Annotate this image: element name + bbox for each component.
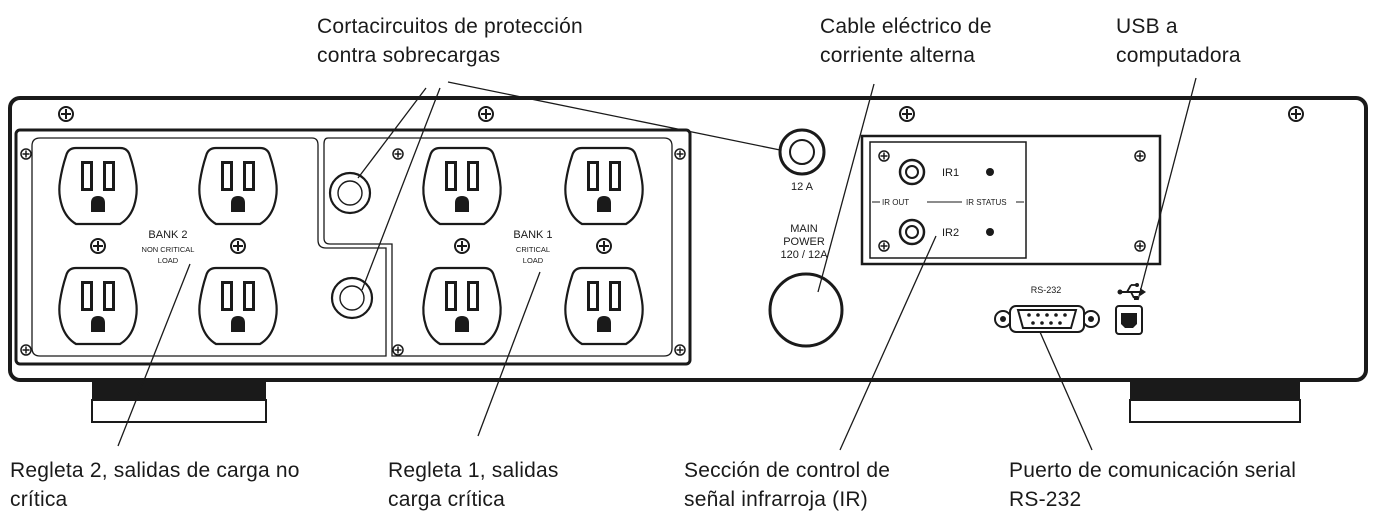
db9-connector-icon xyxy=(994,305,1100,333)
led-icon xyxy=(986,168,994,176)
outlet-plate xyxy=(14,128,692,366)
bank1-frame xyxy=(323,137,673,357)
outlet-icon xyxy=(58,146,138,226)
bank2-title: BANK 2 xyxy=(148,229,187,241)
ir-jack-icon xyxy=(898,158,926,186)
outlet-icon xyxy=(564,146,644,226)
usb-port-icon xyxy=(1115,305,1143,335)
screw-icon xyxy=(392,344,404,356)
main-breaker-icon xyxy=(778,128,826,176)
breaker-icon xyxy=(330,276,374,320)
callout-bank1-outlets: Regleta 1, salidas carga crítica xyxy=(388,459,559,511)
ir-jack-icon xyxy=(898,218,926,246)
screw-icon xyxy=(20,148,32,160)
bank1-sub2: LOAD xyxy=(523,256,544,265)
left-foot xyxy=(91,380,267,423)
bank1-title: BANK 1 xyxy=(513,229,552,241)
usb-symbol-icon xyxy=(1117,283,1146,300)
outlet-icon xyxy=(422,266,502,346)
screw-icon xyxy=(878,240,890,252)
outlet-icon xyxy=(422,146,502,226)
screw-icon xyxy=(90,238,106,254)
led-icon xyxy=(986,228,994,236)
callout-ac-cable: Cable eléctrico de corriente alterna xyxy=(820,15,992,67)
ir-out-label: IR OUT xyxy=(882,198,909,207)
ir2-label: IR2 xyxy=(942,227,959,239)
bank2-sub2: LOAD xyxy=(158,256,179,265)
screw-icon xyxy=(392,148,404,160)
screw-icon xyxy=(674,344,686,356)
right-foot xyxy=(1129,380,1301,423)
ir-inner-plate xyxy=(869,141,1027,259)
outlet-icon xyxy=(564,266,644,346)
screw-icon xyxy=(596,238,612,254)
screw-icon xyxy=(478,106,494,122)
breaker-icon xyxy=(328,171,372,215)
screw-icon xyxy=(878,150,890,162)
main-power-label-3: 120 / 12A xyxy=(780,249,828,261)
main-power-label-1: MAIN xyxy=(790,223,818,235)
callout-bank2-outlets: Regleta 2, salidas de carga no crítica xyxy=(10,459,300,511)
screw-icon xyxy=(454,238,470,254)
screw-icon xyxy=(58,106,74,122)
leader-lines xyxy=(117,77,1197,451)
callout-serial-port: Puerto de comunicación serial RS-232 xyxy=(1009,459,1297,511)
screw-icon xyxy=(20,344,32,356)
screw-icon xyxy=(899,106,915,122)
screw-icon xyxy=(1134,240,1146,252)
screw-icon xyxy=(1288,106,1304,122)
ir1-label: IR1 xyxy=(942,167,959,179)
screw-icon xyxy=(230,238,246,254)
breaker-rating-label: 12 A xyxy=(791,181,814,193)
callout-breakers: Cortacircuitos de protección contra sobr… xyxy=(317,15,583,67)
bank2-frame xyxy=(31,137,387,357)
outlet-icon xyxy=(58,266,138,346)
bank2-sub1: NON CRITICAL xyxy=(142,245,195,254)
callout-ir-section: Sección de control de señal infrarroja (… xyxy=(684,459,891,511)
outlet-icon xyxy=(198,146,278,226)
rs232-label: RS-232 xyxy=(1031,285,1062,295)
bank1-sub1: CRITICAL xyxy=(516,245,550,254)
screw-icon xyxy=(674,148,686,160)
callout-usb: USB a computadora xyxy=(1116,15,1241,67)
outlet-icon xyxy=(198,266,278,346)
power-cord-inlet xyxy=(768,272,844,348)
screw-icon xyxy=(1134,150,1146,162)
main-power-label-2: POWER xyxy=(783,236,825,248)
ir-status-label: IR STATUS xyxy=(966,198,1007,207)
